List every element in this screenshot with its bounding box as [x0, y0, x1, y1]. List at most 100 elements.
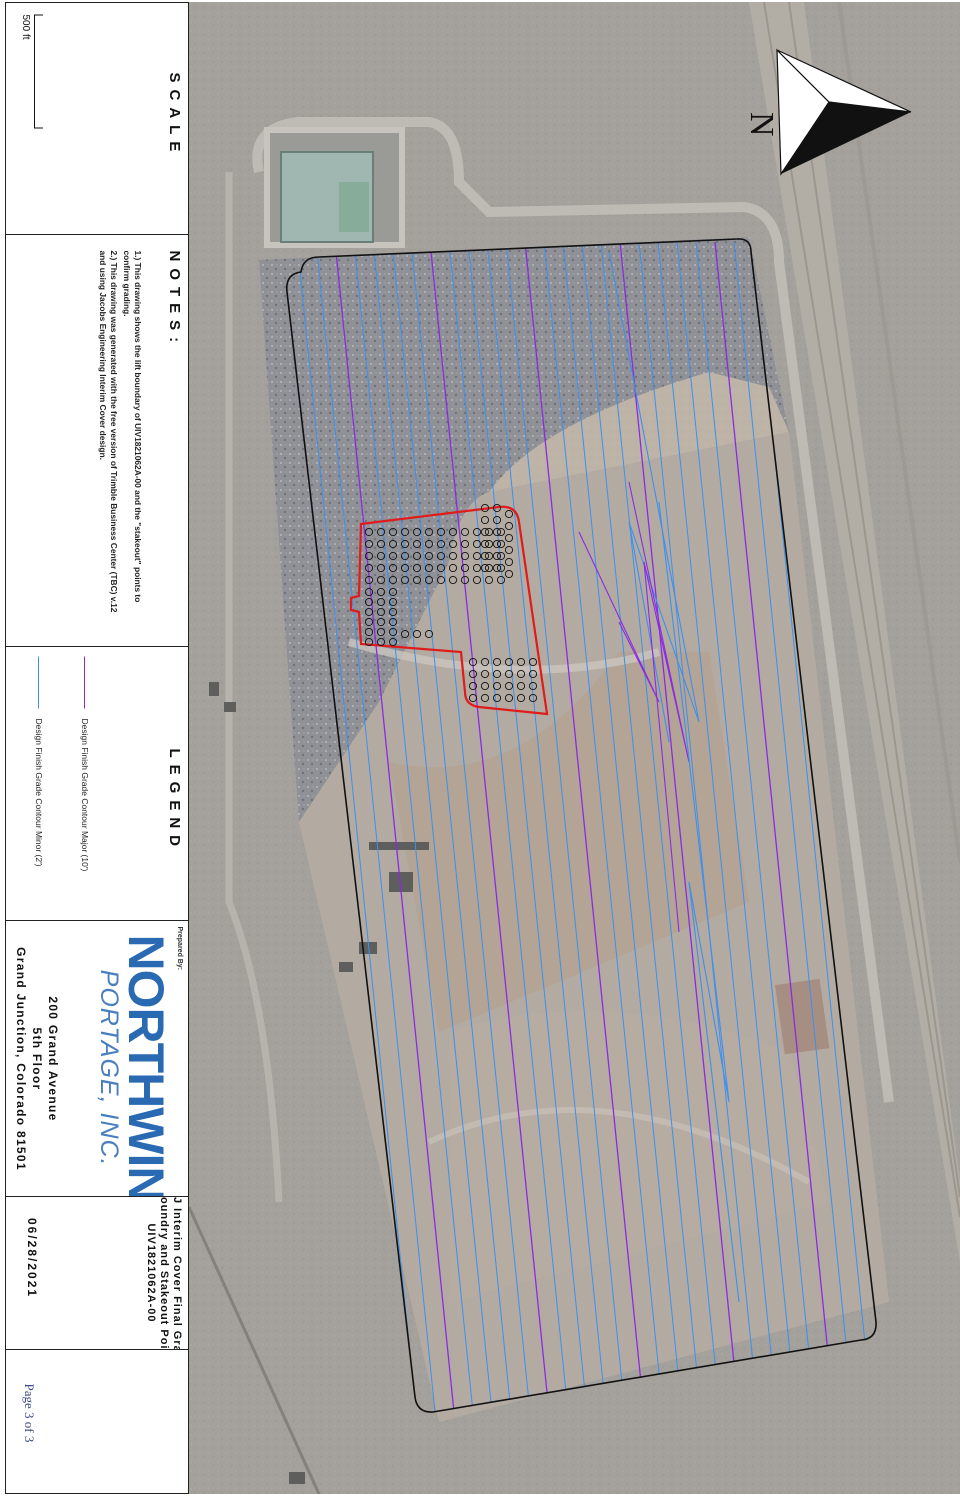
stake-point: [400, 527, 410, 537]
stake-point: [480, 539, 490, 549]
stake-point: [504, 557, 514, 567]
stake-point: [364, 617, 374, 627]
stake-point: [504, 509, 514, 519]
legend-label: Design Finish Grade Contour Major (10'): [80, 718, 90, 871]
minor-contour: [486, 241, 608, 1413]
stake-point: [528, 693, 538, 703]
legend-heading: LEGEND: [166, 748, 183, 853]
stake-point: [492, 503, 502, 513]
prepared-by-label: Prepared By:: [176, 926, 183, 970]
contour-feature: [628, 481, 690, 933]
stake-point: [480, 681, 490, 691]
stake-point: [412, 539, 422, 549]
stake-point: [364, 563, 374, 573]
stake-point: [468, 681, 478, 691]
contour-feature: [578, 531, 660, 703]
stake-point: [364, 597, 374, 607]
title-block: SCALE 500 ft NOTES: 1.) This drawing sho…: [5, 2, 189, 1494]
title-line: UIV1821062A-00: [145, 1223, 157, 1323]
stake-point: [480, 515, 490, 525]
stake-point: [448, 539, 458, 549]
minor-contour: [315, 241, 437, 1413]
stake-point: [492, 527, 502, 537]
stakeout-points: [364, 503, 538, 703]
major-contour-swatch: [84, 656, 86, 708]
address-line: 200 Grand Avenue: [46, 995, 60, 1122]
stake-point: [492, 693, 502, 703]
stake-point: [528, 657, 538, 667]
legend-label: Design Finish Grade Contour Minor (2'): [34, 718, 44, 867]
stake-point: [376, 527, 386, 537]
stake-point: [480, 693, 490, 703]
minor-contour: [543, 241, 665, 1413]
stake-point: [472, 551, 482, 561]
stake-point: [516, 681, 526, 691]
address-line: Grand Junction, Colorado 81501: [14, 946, 28, 1171]
stake-point: [436, 575, 446, 585]
company-logo: NORTHWIND PORTAGE, INC.: [94, 934, 174, 1196]
scale-heading: SCALE: [166, 72, 183, 158]
stake-point: [424, 527, 434, 537]
stake-point: [504, 533, 514, 543]
stake-point: [480, 669, 490, 679]
site-map[interactable]: N: [189, 2, 960, 1494]
stake-point: [484, 551, 494, 561]
logo-subtitle: PORTAGE, INC.: [95, 969, 123, 1166]
page-number: Page 3 of 3: [22, 1383, 37, 1442]
major-contour: [524, 241, 646, 1413]
map-canvas: N: [189, 2, 960, 1494]
stake-point: [364, 539, 374, 549]
minor-contour: [353, 241, 475, 1413]
stake-point: [388, 617, 398, 627]
stake-point: [472, 539, 482, 549]
rail-line: [189, 1206, 321, 1494]
stake-point: [484, 563, 494, 573]
highway: [749, 2, 960, 1262]
stake-point: [376, 617, 386, 627]
minor-contour: [467, 241, 589, 1413]
stake-point: [388, 575, 398, 585]
stake-point: [472, 563, 482, 573]
stake-point: [468, 693, 478, 703]
contour-lines: [296, 241, 877, 1413]
stake-point: [376, 539, 386, 549]
stake-point: [412, 563, 422, 573]
note-item: 2.) This drawing was generated with the …: [98, 250, 119, 612]
legend-list: Design Finish Grade Contour Major (10') …: [31, 656, 93, 871]
north-label: N: [743, 112, 780, 137]
stake-point: [460, 575, 470, 585]
contour-feature: [658, 501, 740, 1303]
stake-point: [484, 539, 494, 549]
company-section: Prepared By: NORTHWIND PORTAGE, INC. 200…: [6, 921, 190, 1196]
stake-point: [376, 627, 386, 637]
stake-point: [528, 681, 538, 691]
stake-point: [364, 637, 374, 647]
stake-point: [364, 607, 374, 617]
stake-point: [376, 587, 386, 597]
stake-point: [388, 627, 398, 637]
stake-point: [496, 575, 506, 585]
minor-contour: [391, 241, 513, 1413]
stake-point: [460, 563, 470, 573]
stake-point: [484, 575, 494, 585]
stake-point: [364, 575, 374, 585]
stake-point: [496, 551, 506, 561]
stake-point: [388, 539, 398, 549]
stake-point: [412, 629, 422, 639]
stake-point: [504, 681, 514, 691]
stake-point: [460, 527, 470, 537]
rock-cover-area: [259, 237, 789, 822]
minor-contour-swatch: [38, 656, 40, 708]
stake-point: [448, 551, 458, 561]
stake-point: [388, 527, 398, 537]
stake-point: [364, 527, 374, 537]
stake-point: [448, 563, 458, 573]
stake-point: [376, 597, 386, 607]
stake-point: [400, 575, 410, 585]
stake-point: [388, 587, 398, 597]
stake-point: [492, 515, 502, 525]
minor-contour: [581, 241, 703, 1413]
stake-point: [468, 669, 478, 679]
scale-bar: [34, 14, 43, 128]
company-address: 200 Grand Avenue 5th Floor Grand Junctio…: [13, 922, 61, 1195]
